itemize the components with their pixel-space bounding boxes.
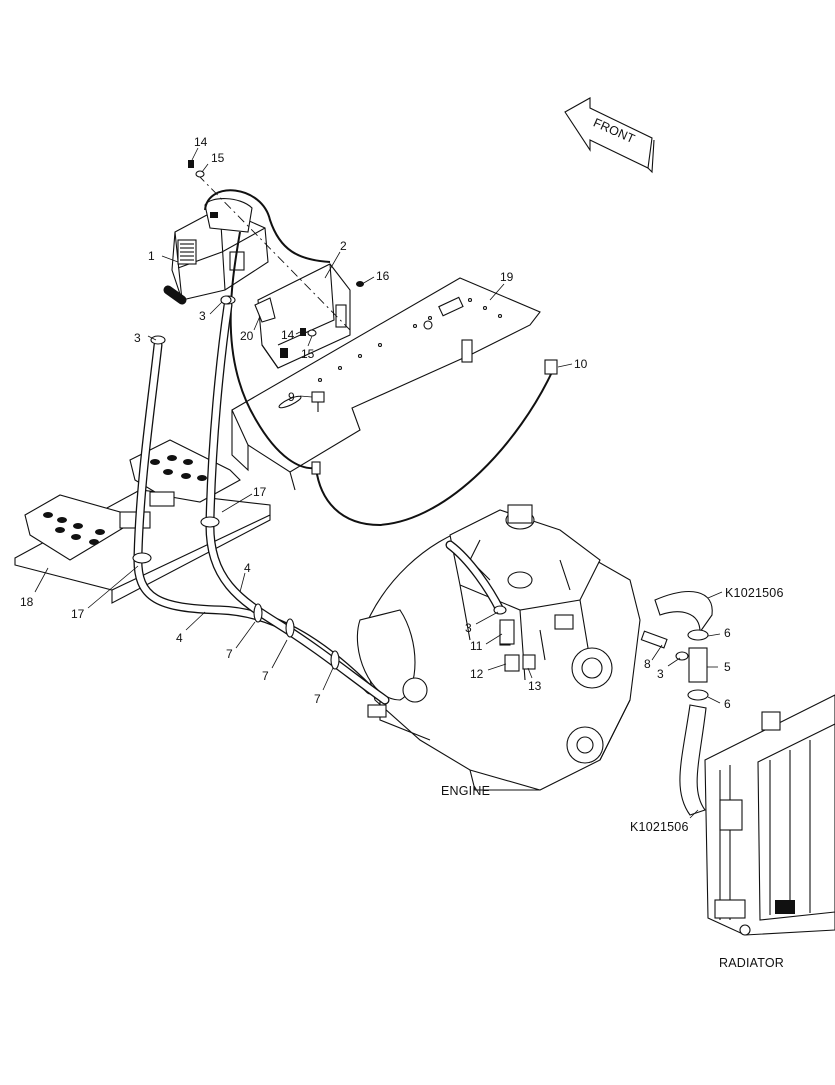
radiator-caption: RADIATOR (719, 956, 784, 970)
heater-grille (177, 239, 197, 265)
callout-5: 5 (724, 660, 731, 674)
callout-14: 14 (194, 135, 208, 149)
callout-6: 6 (724, 626, 731, 640)
heater-unit (171, 198, 269, 301)
leader-lines (34, 147, 723, 819)
callout-16: 16 (376, 269, 390, 283)
callout-13: 13 (528, 679, 542, 693)
callout-15: 15 (301, 347, 315, 361)
radiator-hose-assembly (640, 591, 713, 816)
callout-14: 14 (281, 328, 295, 342)
callout-3: 3 (134, 331, 141, 345)
coolant-fittings (499, 619, 536, 672)
callout-3: 3 (199, 309, 206, 323)
callout-19: 19 (500, 270, 514, 284)
callout-8: 8 (644, 657, 651, 671)
ref-line-heater (197, 174, 351, 331)
callout-3: 3 (465, 621, 472, 635)
wiring-harness (204, 189, 558, 527)
callout-7: 7 (314, 692, 321, 706)
callout-4: 4 (244, 561, 251, 575)
control-box (257, 263, 351, 369)
reference-code-bottom: K1021506 (630, 820, 689, 834)
callout-2: 2 (340, 239, 347, 253)
callout-1: 1 (148, 249, 155, 263)
hardware-fasteners (188, 160, 364, 337)
callout-17: 17 (253, 485, 267, 499)
mounting-plate (231, 277, 541, 491)
callout-6: 6 (724, 697, 731, 711)
callout-11: 11 (470, 639, 483, 653)
callout-17: 17 (71, 607, 85, 621)
engine (356, 504, 641, 791)
callout-10: 10 (574, 357, 588, 371)
callout-numbers: 1 2 3 3 3 3 4 4 5 6 6 7 7 7 8 9 10 11 12… (20, 135, 731, 711)
callout-3: 3 (657, 667, 664, 681)
callout-15: 15 (211, 151, 225, 165)
radiator (704, 694, 835, 936)
callout-7: 7 (262, 669, 269, 683)
engine-caption: ENGINE (441, 784, 490, 798)
pedal-bolts (43, 455, 207, 545)
callout-18: 18 (20, 595, 34, 609)
callout-4: 4 (176, 631, 183, 645)
coolant-hoses (133, 285, 505, 705)
callout-9: 9 (288, 390, 295, 404)
callout-7: 7 (226, 647, 233, 661)
callout-20: 20 (240, 329, 254, 343)
reference-code-top: K1021506 (725, 586, 784, 600)
callout-12: 12 (470, 667, 484, 681)
front-arrow: FRONT (564, 97, 655, 174)
